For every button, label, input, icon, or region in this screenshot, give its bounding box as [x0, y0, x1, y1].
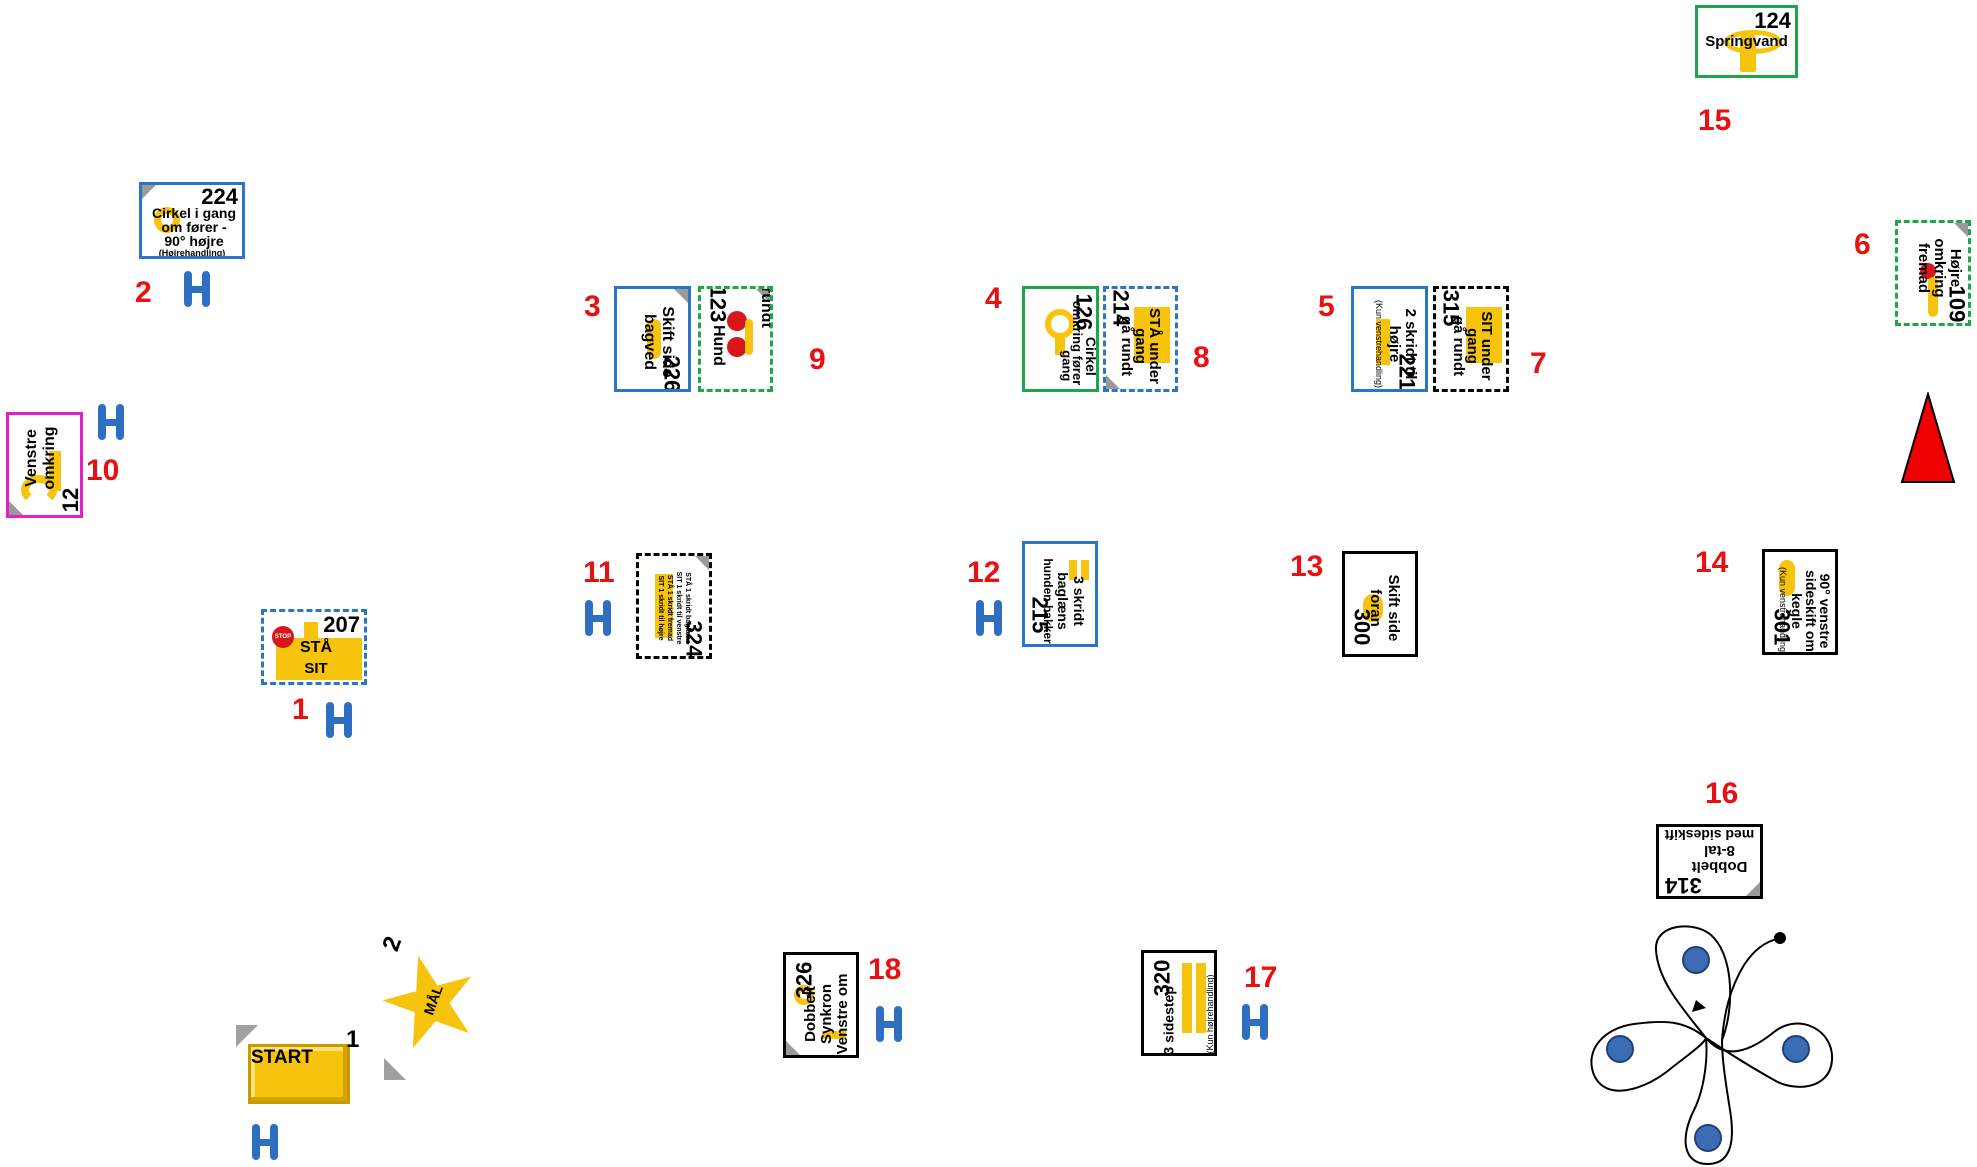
start-number: 1 [346, 1026, 359, 1054]
h-marker-icon [250, 1122, 280, 1162]
sign-214-sta-under-gang: 214 STÅ under gang gå rundt [1103, 286, 1178, 392]
seq-15: 15 [1698, 104, 1731, 138]
seq-17: 17 [1244, 961, 1277, 995]
sign-215-3-skridt-baglaens: 215 3 skridt baglæns hunden bakker [1022, 541, 1098, 647]
cone-icon [1900, 392, 1956, 484]
seq-6: 6 [1854, 228, 1871, 262]
seq-18: 18 [868, 953, 901, 987]
seq-14: 14 [1695, 546, 1728, 580]
seq-10: 10 [86, 454, 119, 488]
sign-number: 124 [1754, 8, 1791, 34]
h-marker-icon [583, 598, 613, 638]
seq-4: 4 [985, 282, 1002, 316]
seq-9: 9 [809, 343, 826, 377]
sign-12-venstre-omkring: Venstre omkring 12 [6, 412, 83, 518]
sign-number: 207 [323, 612, 360, 638]
seq-11: 11 [583, 556, 615, 590]
sign-109-hojre-omkring-fremad: Højre omkring fremad 109 [1895, 220, 1971, 326]
sign-226-skift-side-bagved: Skift side bagved 226 [614, 286, 691, 392]
start-sign: START [248, 1044, 350, 1104]
seq-7: 7 [1530, 347, 1547, 381]
h-marker-icon [1240, 1002, 1270, 1042]
seq-12: 12 [967, 556, 1000, 590]
h-marker-icon [874, 1004, 904, 1044]
sign-number: 314 [1665, 872, 1702, 898]
sign-number: 109 [1943, 286, 1969, 323]
seq-16: 16 [1705, 777, 1738, 811]
seq-8: 8 [1193, 341, 1210, 375]
sign-324: 324 STÅ 1 skridt baglæns SIT 1 skridt ti… [636, 553, 712, 659]
sign-301-sideskift-om-kegle: 301 90° venstre sideskift om kegle (Kun … [1762, 549, 1838, 655]
sign-300-skift-side-foran: 300 Skift side foran [1342, 551, 1418, 657]
stop-icon [727, 337, 747, 357]
goal-corner-marker [384, 1058, 406, 1080]
sign-314-dobbelt-8-tal: 314 Dobbelt 8-tal med sideskift [1656, 824, 1763, 899]
seq-13: 13 [1290, 550, 1323, 584]
sign-123-hund-rundt: 123 Hund rundt [698, 286, 773, 392]
sign-320-3-sidestep: 320 3 sidestep (Kun højrehandling) [1141, 950, 1217, 1056]
sign-224-cirkel-i-gang: 224 Cirkel i gang om fører - 90° højre (… [139, 182, 245, 259]
seq-5: 5 [1318, 290, 1335, 324]
h-marker-icon [974, 598, 1004, 638]
sign-221-2-skridt-til-hojre: 221 2 skridt til højre (Kun venstrehandl… [1351, 286, 1428, 392]
seq-3: 3 [584, 290, 601, 324]
sign-number: 123 [704, 286, 730, 322]
sign-326-dobbelt-synkron: 326 Dobbelt Synkron Venstre om [783, 952, 859, 1058]
sign-124-springvand: 124 Springvand [1695, 5, 1798, 78]
h-marker-icon [324, 700, 354, 740]
sign-126-cirkel-gang-omkring-forer: 126 omkring fører Cirkel gang [1022, 286, 1099, 392]
seq-1: 1 [292, 693, 309, 727]
seq-2: 2 [135, 276, 152, 310]
sign-label: Springvand [1698, 34, 1795, 50]
sign-number: 12 [58, 488, 83, 512]
sidestep-arrows-icon [1182, 963, 1192, 1033]
sign-315-sit-under-gang: 315 SIT under gang gå rundt [1433, 286, 1509, 392]
sign-207-sta-sit: STOP 207 STÅ SIT [261, 609, 367, 685]
figure-eight-diagram [1584, 920, 1834, 1165]
h-marker-icon [182, 269, 212, 309]
h-marker-icon [96, 402, 126, 442]
sign-number: 226 [658, 356, 684, 392]
